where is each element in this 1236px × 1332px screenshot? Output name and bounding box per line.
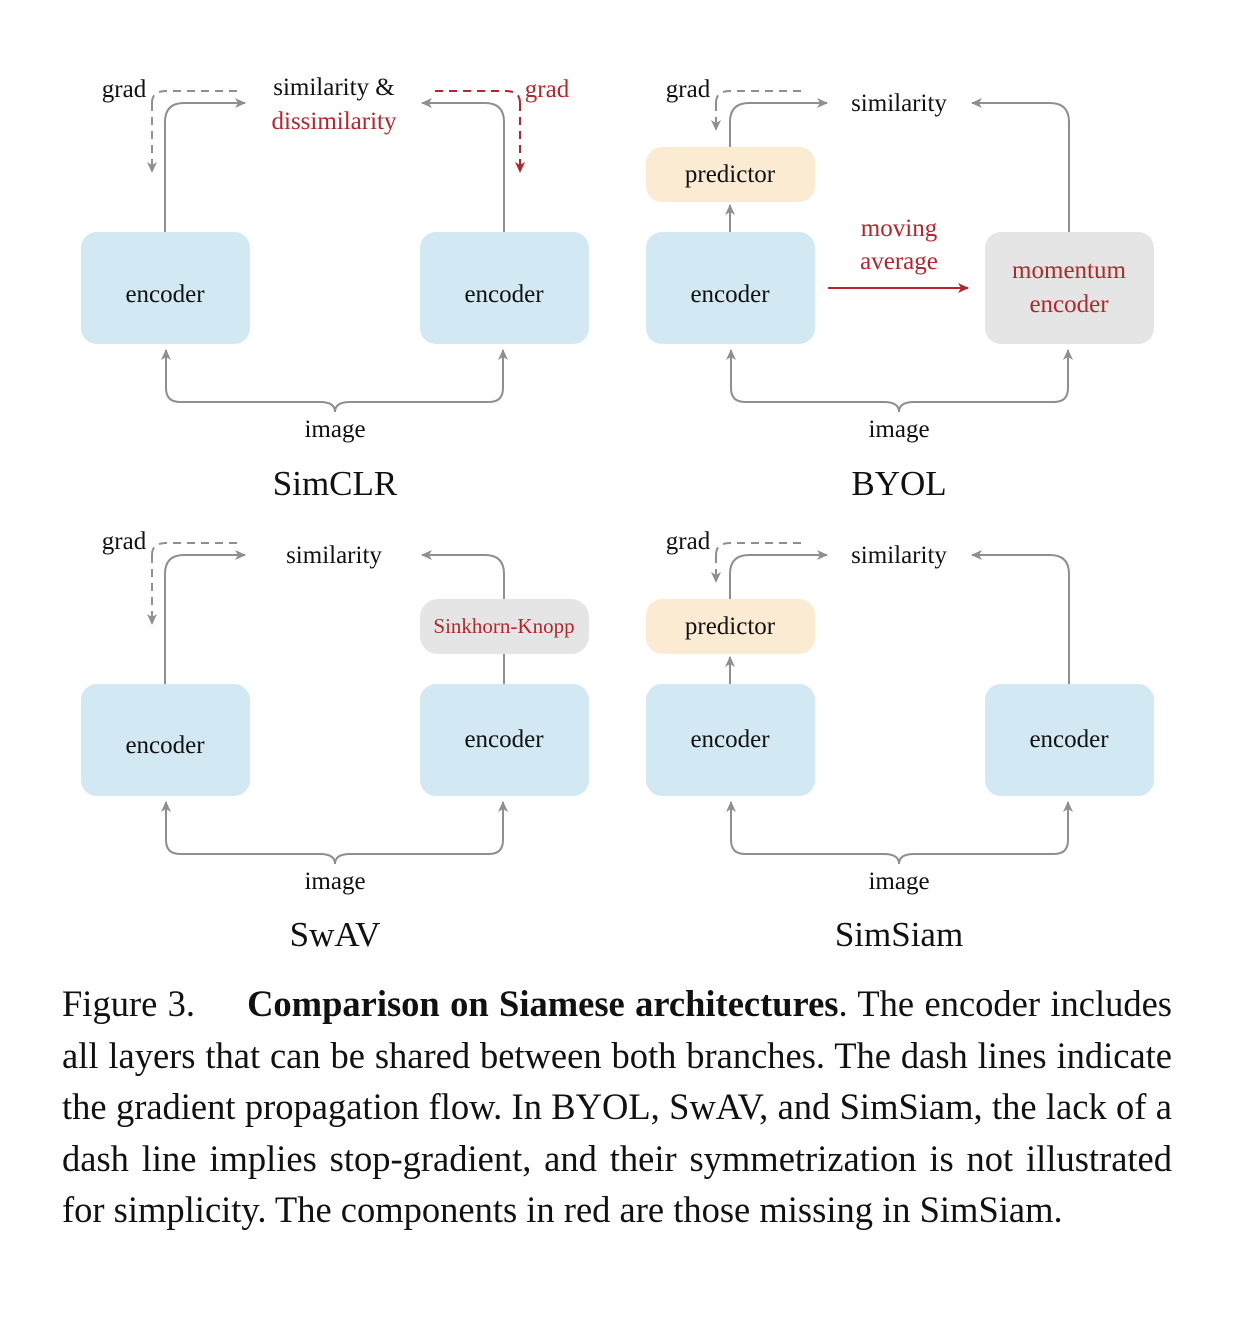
- simsiam-similarity-label: similarity: [851, 542, 947, 569]
- swav-encoder-right: [420, 684, 589, 796]
- byol-encoder-box: [646, 232, 815, 344]
- swav-image-label: image: [304, 868, 365, 895]
- simclr-grad-right: grad: [525, 76, 570, 103]
- swav-sinkhorn-label: Sinkhorn-Knopp: [433, 614, 574, 638]
- byol-momentum-encoder-label: encoder: [1029, 291, 1109, 318]
- simsiam-image-label: image: [868, 868, 929, 895]
- byol-connectors: [711, 90, 1073, 413]
- byol-grad-label: grad: [666, 76, 711, 103]
- swav-connectors: [147, 542, 508, 865]
- swav-title: SwAV: [290, 915, 381, 954]
- simsiam-connectors: [711, 542, 1073, 865]
- caption-bold-title: Comparison on Siamese architectures: [247, 983, 839, 1024]
- simclr-image-label: image: [304, 416, 365, 443]
- swav-grad-label: grad: [102, 528, 147, 555]
- byol-encoder-label: encoder: [690, 281, 770, 308]
- simclr-encoder-left-label: encoder: [125, 281, 205, 308]
- swav-similarity-label: similarity: [286, 542, 382, 569]
- simclr-connectors: [147, 90, 525, 413]
- simclr-encoder-right: [420, 232, 589, 344]
- byol-momentum-label: momentum: [1012, 257, 1126, 284]
- caption-label: Figure 3.: [62, 983, 196, 1024]
- figure-caption: Figure 3. Comparison on Siamese architect…: [62, 978, 1172, 1236]
- byol-predictor-box: [646, 147, 815, 202]
- simclr-encoder-right-label: encoder: [464, 281, 544, 308]
- simsiam-predictor-label: predictor: [685, 613, 776, 640]
- simsiam-encoder-left: [646, 684, 815, 796]
- siamese-architectures-diagram: encoder encoder grad grad similarity & d…: [81, 74, 1154, 954]
- panel-simclr: encoder encoder grad grad similarity & d…: [81, 74, 589, 503]
- byol-similarity-label: similarity: [851, 90, 947, 117]
- simsiam-title: SimSiam: [835, 915, 963, 954]
- byol-moving-label: moving: [861, 215, 938, 242]
- simclr-encoder-left: [81, 232, 250, 344]
- swav-encoder-right-label: encoder: [464, 726, 544, 753]
- swav-encoder-left: [81, 684, 250, 796]
- byol-image-label: image: [868, 416, 929, 443]
- panel-byol: grad similarity predictor encoder moving…: [646, 76, 1154, 503]
- panel-swav: grad similarity Sinkhorn-Knopp encoder e…: [81, 528, 589, 954]
- byol-momentum-encoder-box: [985, 232, 1154, 344]
- swav-encoder-left-label: encoder: [125, 732, 205, 759]
- simsiam-encoder-right: [985, 684, 1154, 796]
- simsiam-encoder-right-label: encoder: [1029, 726, 1109, 753]
- simsiam-encoder-left-label: encoder: [690, 726, 770, 753]
- caption-body: . The encoder includes all layers that c…: [62, 983, 1173, 1230]
- simclr-similarity-label: similarity &: [273, 74, 395, 101]
- simsiam-predictor-box: [646, 599, 815, 654]
- simclr-dissimilarity-label: dissimilarity: [272, 108, 398, 135]
- simclr-grad-left: grad: [102, 76, 147, 103]
- simsiam-grad-label: grad: [666, 528, 711, 555]
- panel-simsiam: grad similarity predictor encoder encode…: [646, 528, 1154, 954]
- byol-average-label: average: [860, 248, 938, 275]
- simclr-title: SimCLR: [273, 464, 398, 503]
- byol-predictor-label: predictor: [685, 161, 776, 188]
- swav-sinkhorn-box: [420, 599, 589, 654]
- byol-title: BYOL: [851, 464, 946, 503]
